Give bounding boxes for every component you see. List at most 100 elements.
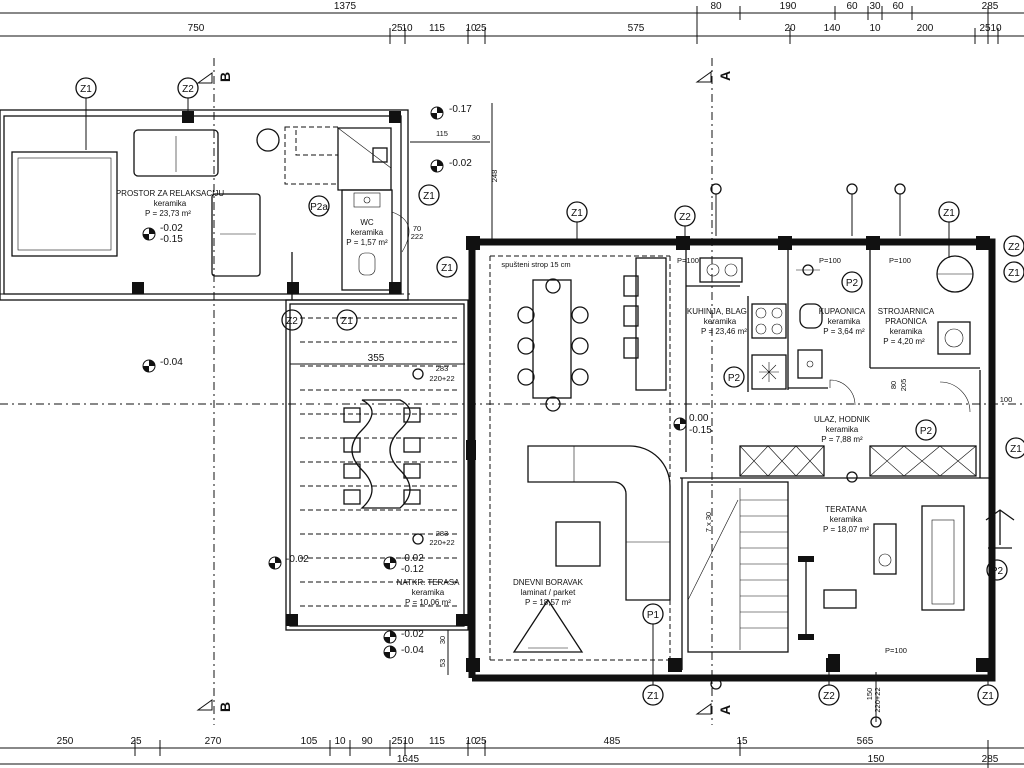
dim-bot-outer-2: 150 bbox=[868, 754, 885, 765]
bath-sink bbox=[797, 349, 823, 379]
dining-set bbox=[517, 257, 667, 412]
dim-115: 115 bbox=[436, 129, 448, 138]
dim-205: 205 bbox=[899, 379, 908, 392]
gym-room-mat: keramika bbox=[830, 515, 863, 524]
sofa-top bbox=[133, 129, 219, 177]
level-3: -0.02 bbox=[160, 223, 183, 234]
section-b-marker-top bbox=[196, 72, 213, 84]
tag-z1-9-label: Z1 bbox=[647, 691, 659, 702]
entry-room-name: ULAZ, HODNIK bbox=[814, 415, 871, 424]
jacuzzi bbox=[11, 151, 118, 257]
sofa-side bbox=[211, 193, 261, 277]
level-9: -0.02 bbox=[401, 553, 424, 564]
level-markers: -0.17 -0.02 -0.02 -0.15 -0.04 0.00 -0.15… bbox=[142, 104, 712, 659]
tag-z1-6-label: Z1 bbox=[943, 208, 955, 219]
service-rooms: KUHINJA, BLAG. keramika P = 23,46 m² KUP… bbox=[686, 255, 974, 444]
dim-top-outer-5: 30 bbox=[869, 1, 881, 12]
level-marker-3: -0.02 -0.15 bbox=[142, 223, 183, 245]
level-marker-7: -0.02 -0.12 bbox=[383, 553, 424, 575]
dim-bot-6: 90 bbox=[361, 736, 373, 747]
level-10: -0.12 bbox=[401, 564, 424, 575]
tag-p2-1-label: P2 bbox=[846, 278, 859, 289]
win-h-1: 220+22 bbox=[429, 374, 454, 383]
dim-bot-outer-1: 1645 bbox=[397, 754, 420, 765]
gym-room-area: P = 18,07 m² bbox=[823, 525, 869, 534]
living-room-area: P = 18,57 m² bbox=[525, 598, 571, 607]
win-h-2: 220+22 bbox=[429, 538, 454, 547]
level-marker-6: -0.02 bbox=[268, 554, 309, 570]
bench bbox=[823, 589, 857, 609]
dim-53: 53 bbox=[438, 659, 447, 667]
level-6: 0.00 bbox=[689, 413, 709, 424]
weight-machine bbox=[873, 523, 897, 575]
wc-room-area: P = 1,57 m² bbox=[346, 238, 388, 247]
level-marker-9: -0.04 bbox=[383, 645, 424, 659]
dim-bot-3: 270 bbox=[205, 736, 222, 747]
relax-room-area: P = 23,73 m² bbox=[145, 209, 191, 218]
opening-labels: 283 220+22 283 220+22 P=100 P=100 P=100 … bbox=[410, 103, 1012, 722]
toilet bbox=[358, 252, 376, 276]
tag-z1-5-label: Z1 bbox=[571, 208, 583, 219]
cooktop bbox=[751, 303, 787, 339]
tag-z2-2-label: Z2 bbox=[286, 316, 298, 327]
dim-bot-10: 10 bbox=[465, 736, 477, 747]
wc-room-name: WC bbox=[360, 218, 374, 227]
tag-z1-2-label: Z1 bbox=[423, 191, 435, 202]
dimension-lines-top: 1375 80 190 60 30 60 285 750 25 10 115 1… bbox=[0, 1, 1024, 44]
entry-room-mat: keramika bbox=[826, 425, 859, 434]
wardrobes bbox=[739, 445, 977, 477]
section-a-marker-bottom bbox=[695, 703, 712, 715]
level-marker-2: -0.02 bbox=[430, 158, 472, 173]
dim-248: 248 bbox=[490, 170, 499, 183]
plant-pot bbox=[256, 128, 280, 152]
ceiling-note: spušteni strop 15 cm bbox=[501, 260, 570, 269]
tag-z1-2: Z1 bbox=[418, 184, 440, 206]
wc-room bbox=[341, 189, 393, 291]
terrace-room-area: P = 10,06 m² bbox=[405, 598, 451, 607]
tag-z1-1-label: Z1 bbox=[80, 84, 92, 95]
tag-p2a: P2a bbox=[308, 195, 330, 217]
tag-z1-9: Z1 bbox=[642, 684, 664, 706]
dim-bot-5: 10 bbox=[334, 736, 346, 747]
section-b-marker-bottom bbox=[196, 699, 213, 711]
win-w-1: 283 bbox=[436, 364, 449, 373]
dim-top-outer-7: 285 bbox=[982, 1, 999, 12]
tag-z1-1: Z1 bbox=[75, 77, 97, 99]
dim-top-1: 750 bbox=[188, 23, 205, 34]
kitchen-island bbox=[635, 257, 667, 391]
dim-220-22: 220+22 bbox=[873, 687, 882, 712]
relax-room-name: PROSTOR ZA RELAKSACIJU bbox=[116, 189, 225, 198]
living-room-mat: laminat / parket bbox=[521, 588, 576, 597]
section-lines: B B A A bbox=[0, 58, 1024, 725]
tag-p1: P1 bbox=[642, 603, 664, 625]
wc-window-h: 222 bbox=[411, 232, 424, 241]
tag-p2-3-label: P2 bbox=[920, 426, 933, 437]
dining-table bbox=[532, 279, 572, 399]
utility-room-mat: keramika bbox=[890, 327, 923, 336]
dim-top-4: 115 bbox=[429, 23, 445, 34]
level-1: -0.17 bbox=[449, 104, 472, 115]
bath-room-mat: keramika bbox=[828, 317, 861, 326]
win-w-2: 283 bbox=[436, 529, 449, 538]
bike bbox=[985, 509, 1015, 549]
tag-z1-4-label: Z1 bbox=[341, 316, 353, 327]
level-marker-5: 0.00 -0.15 bbox=[673, 413, 712, 436]
dim-top-outer-4: 60 bbox=[846, 1, 858, 12]
dim-top-2: 25 bbox=[391, 23, 403, 34]
tag-z2-3: Z2 bbox=[674, 205, 696, 227]
level-11: -0.02 bbox=[401, 629, 424, 640]
dim-top-13: 10 bbox=[990, 23, 1002, 34]
tag-p2-4-label: P2 bbox=[991, 566, 1004, 577]
staircase: 7 x 30 bbox=[687, 481, 789, 653]
kitchen-room-name: KUHINJA, BLAG. bbox=[687, 307, 749, 316]
tag-z1-7: Z1 bbox=[1003, 261, 1024, 283]
tag-z2-2: Z2 bbox=[281, 309, 303, 331]
win-p100-1: P=100 bbox=[677, 256, 699, 265]
dim-bot-4: 105 bbox=[301, 736, 318, 747]
win-p100-2: P=100 bbox=[819, 256, 841, 265]
dim-top-outer-6: 60 bbox=[892, 1, 904, 12]
dim-30: 30 bbox=[472, 133, 480, 142]
tag-z1-10: Z1 bbox=[977, 684, 999, 706]
relax-annex: PROSTOR ZA RELAKSACIJU keramika P = 23,7… bbox=[0, 109, 424, 301]
wc-room-mat: keramika bbox=[351, 228, 384, 237]
